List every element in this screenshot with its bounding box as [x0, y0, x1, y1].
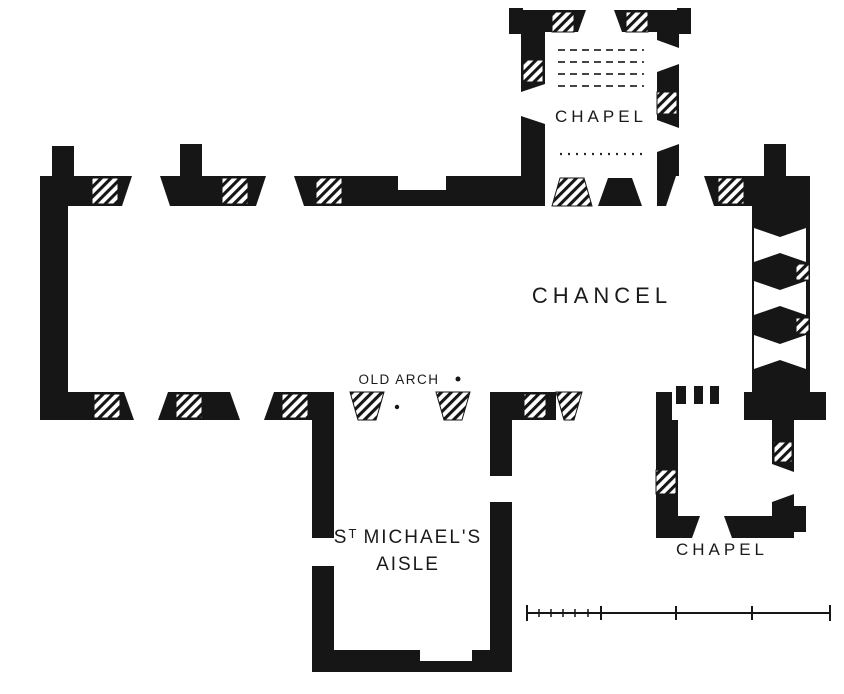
- arch-marker-dot: [394, 404, 400, 410]
- chapel-floor-marks: [558, 49, 644, 156]
- chapel-window-north: [578, 10, 622, 32]
- north-chapel-label: CHAPEL: [555, 107, 647, 126]
- arch-respond-1: [676, 386, 686, 404]
- east-window-2: [754, 281, 806, 315]
- chancel-interior: [68, 206, 752, 392]
- arch-respond-block: [744, 392, 772, 420]
- north-door-recess: [398, 176, 446, 190]
- aisle-south-recess: [420, 650, 472, 661]
- room-interiors: [68, 32, 772, 650]
- old-arch-dot: [455, 376, 461, 382]
- arch-respond-2: [694, 386, 703, 404]
- pier-details: [394, 178, 772, 420]
- north-window-1: [122, 176, 170, 206]
- south-window-2: [230, 392, 274, 420]
- north-window-3: [666, 176, 714, 206]
- chapel-window-east-2: [657, 120, 679, 152]
- aisle-label-line2: AISLE: [376, 554, 440, 575]
- aisle-interior: [334, 420, 490, 650]
- south-chapel-window-east: [772, 464, 794, 502]
- east-window-3: [754, 335, 806, 369]
- aisle-east-door: [490, 476, 512, 502]
- south-window-1: [124, 392, 168, 420]
- old-arch-label: OLD ARCH: [358, 372, 439, 387]
- south-chapel-window-south: [692, 516, 732, 538]
- aisle-west-door: [312, 538, 334, 566]
- chapel-window-west: [521, 84, 545, 124]
- chapel-window-east-1: [657, 40, 679, 72]
- south-chapel-interior: [678, 420, 772, 516]
- north-chapel-buttress-left: [509, 8, 523, 34]
- buttress-north-2: [764, 144, 786, 178]
- arch-respond-3: [710, 386, 719, 404]
- north-chapel-buttress-right: [677, 8, 691, 34]
- north-chapel-interior: [545, 32, 657, 178]
- chapel-arcade-pier: [598, 178, 642, 206]
- north-window-2: [256, 176, 304, 206]
- south-wall-stub: [810, 392, 826, 420]
- buttress-north-1: [180, 144, 202, 178]
- buttress-northwest: [52, 146, 74, 178]
- south-chapel-label: CHAPEL: [676, 540, 768, 559]
- east-window-1: [754, 228, 806, 262]
- hatched-masonry: [91, 11, 810, 495]
- chancel-label: CHANCEL: [532, 283, 672, 308]
- scale-bar: [526, 605, 831, 621]
- south-chapel-buttress: [794, 506, 806, 532]
